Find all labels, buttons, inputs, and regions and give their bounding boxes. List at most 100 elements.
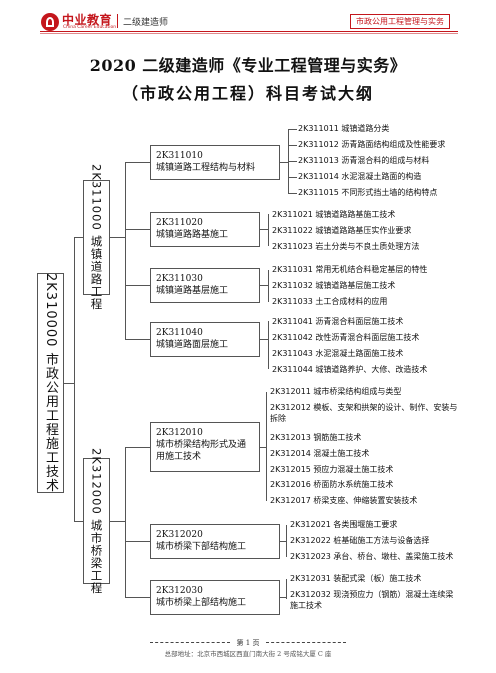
- header-separator: [117, 14, 118, 28]
- outline-item: 2K311014 水泥混凝土路面的构造: [298, 172, 422, 181]
- section-label: 2K311000 城镇道路工程: [89, 164, 104, 311]
- outline-item: 2K312014 混凝土施工技术: [270, 449, 370, 458]
- connector: [260, 285, 268, 286]
- section-label: 2K312000 城市桥梁工程: [89, 447, 104, 595]
- connector: [125, 447, 150, 448]
- outline-item: 2K312023 承台、桥台、墩柱、盖梁施工技术: [290, 552, 454, 561]
- group-node: 2K311040 城镇道路面层施工: [150, 322, 260, 357]
- connector: [74, 237, 83, 238]
- connector: [125, 229, 150, 230]
- header-left-label: 二级建造师: [123, 18, 169, 28]
- header-rule-thin: [40, 33, 458, 34]
- group-code: 2K312030: [156, 586, 203, 596]
- outline-item: 2K311012 沥青路面结构组成及性能要求: [298, 140, 446, 149]
- connector: [288, 161, 297, 162]
- group-code: 2K311030: [156, 274, 203, 284]
- group-name: 城镇道路路基施工: [156, 230, 229, 240]
- group-code: 2K312020: [156, 530, 203, 540]
- page-subtitle: （市政公用工程）科目考试大纲: [121, 84, 374, 103]
- footer-address: 总部地址：北京市西城区西直门南大街 2 号成铭大厦 C 座: [164, 650, 332, 658]
- logo-subtitle: China Career Education: [63, 25, 117, 30]
- company-logo-icon: [41, 13, 59, 31]
- outline-item: 2K311023 岩土分类与不良土质处理方法: [272, 242, 420, 251]
- outline-item: 2K311042 改性沥青混合料面层施工技术: [272, 333, 420, 342]
- logo-text: 中业教育: [62, 13, 113, 27]
- outline-item: 2K312015 预应力混凝土施工技术: [270, 465, 394, 474]
- outline-item: 2K311044 城镇道路养护、大修、改造技术: [272, 365, 428, 374]
- group-node: 2K312020 城市桥梁下部结构施工: [150, 524, 280, 559]
- group-name: 城市桥梁上部结构施工: [156, 598, 247, 608]
- outline-item: 2K312032 现浇预应力（钢筋）混凝土连续梁施工技术: [290, 590, 454, 610]
- group-name: 城镇道路基层施工: [156, 286, 229, 296]
- outline-item: 2K311031 常用无机结合料稳定基层的特性: [272, 265, 428, 274]
- connector: [64, 383, 74, 384]
- connector: [125, 162, 126, 339]
- connector: [286, 579, 287, 599]
- group-node: 2K312030 城市桥梁上部结构施工: [150, 580, 280, 615]
- connector: [125, 597, 150, 598]
- outline-item: 2K311032 城镇道路基层施工技术: [272, 281, 396, 290]
- group-node: 2K311010 城镇道路工程结构与材料: [150, 145, 280, 180]
- footer-dash-left: [150, 642, 230, 643]
- group-node: 2K312010 城市桥梁结构形式及通用施工技术: [150, 422, 260, 472]
- outline-item: 2K312022 桩基础施工方法与设备选择: [290, 536, 430, 545]
- connector: [286, 525, 287, 557]
- connector: [125, 339, 150, 340]
- outline-item: 2K312017 桥梁支座、伸缩装置安装技术: [270, 496, 418, 505]
- connector: [74, 521, 83, 522]
- outline-item: 2K311021 城镇道路路基施工技术: [272, 210, 396, 219]
- section-node-road: 2K311000 城镇道路工程: [83, 164, 110, 311]
- connector: [110, 237, 125, 238]
- connector: [268, 270, 269, 302]
- header-rule: [40, 31, 458, 32]
- outline-item: 2K311033 土工合成材料的应用: [272, 297, 388, 306]
- section-node-bridge: 2K312000 城市桥梁工程: [83, 448, 110, 594]
- connector: [260, 229, 268, 230]
- outline-item: 2K312011 城市桥梁结构组成与类型: [270, 387, 402, 396]
- footer-dash-right: [266, 642, 346, 643]
- connector: [125, 162, 150, 163]
- group-code: 2K311020: [156, 218, 203, 228]
- group-node: 2K311030 城镇道路基层施工: [150, 268, 260, 303]
- connector: [125, 447, 126, 597]
- connector: [280, 541, 286, 542]
- group-name: 城镇道路工程结构与材料: [156, 163, 256, 173]
- group-code: 2K312010: [156, 428, 203, 438]
- group-code: 2K311010: [156, 151, 203, 161]
- connector: [288, 145, 297, 146]
- connector: [288, 177, 297, 178]
- group-name: 城市桥梁下部结构施工: [156, 542, 247, 552]
- outline-item: 2K311022 城镇道路路基压实作业要求: [272, 226, 412, 235]
- header-right-label: 市政公用工程管理与实务: [350, 14, 450, 29]
- outline-item: 2K312012 模板、支架和拱架的设计、制作、安装与拆除: [270, 403, 458, 423]
- outline-item: 2K311013 沥青混合料的组成与材料: [298, 156, 430, 165]
- group-code: 2K311040: [156, 328, 203, 338]
- connector: [268, 321, 269, 369]
- outline-item: 2K312016 桥面防水系统施工技术: [270, 480, 394, 489]
- connector: [280, 162, 288, 163]
- root-label: 2K310000 市政公用工程施工技术: [43, 273, 58, 493]
- connector: [125, 285, 150, 286]
- connector: [288, 129, 297, 130]
- page-number: 第 1 页: [236, 639, 260, 647]
- outline-item: 2K311011 城镇道路分类: [298, 124, 390, 133]
- root-node: 2K310000 市政公用工程施工技术: [37, 273, 64, 493]
- connector: [260, 447, 266, 448]
- group-name: 城市桥梁结构形式及通用施工技术: [156, 440, 247, 462]
- connector: [266, 392, 267, 501]
- outline-item: 2K311043 水泥混凝土路面施工技术: [272, 349, 404, 358]
- connector: [280, 597, 286, 598]
- connector: [125, 541, 150, 542]
- group-name: 城镇道路面层施工: [156, 340, 229, 350]
- outline-item: 2K312013 钢筋施工技术: [270, 433, 362, 442]
- outline-item: 2K312031 装配式梁（板）施工技术: [290, 574, 422, 583]
- outline-item: 2K311015 不同形式挡土墙的结构特点: [298, 188, 438, 197]
- connector: [288, 193, 297, 194]
- outline-item: 2K312021 各类围堰施工要求: [290, 520, 398, 529]
- connector: [268, 214, 269, 246]
- connector: [260, 339, 268, 340]
- outline-item: 2K311041 沥青混合料面层施工技术: [272, 317, 404, 326]
- connector: [74, 237, 75, 521]
- connector: [110, 521, 125, 522]
- page-title: 2020 二级建造师《专业工程管理与实务》: [89, 56, 407, 75]
